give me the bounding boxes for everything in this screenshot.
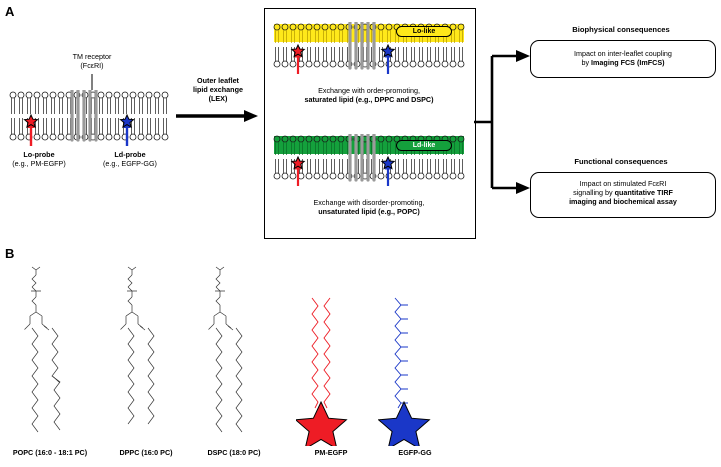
caption-top-line2: saturated lipid (e.g., DPPC and DSPC) <box>304 95 434 104</box>
lex-arrow-label: Outer leaflet lipid exchange (LEX) <box>178 76 258 103</box>
functional-line2-bold: quantitative TIRF <box>614 188 673 197</box>
ld-probe-marker-bottom <box>380 156 396 186</box>
lo-probe-marker-left <box>23 114 39 146</box>
tm-receptor-label: TM receptor (FcεRI) <box>44 52 140 70</box>
functional-line3: imaging and biochemical assay <box>569 197 677 206</box>
caption-bottom: Exchange with disorder-promoting, unsatu… <box>266 198 472 216</box>
center-exchange-box <box>264 8 476 239</box>
lo-probe-marker-top <box>290 44 306 74</box>
tm-receptor-label-line2: (FcεRI) <box>80 61 104 70</box>
lo-probe-label-line2: (e.g., PM-EGFP) <box>12 159 66 168</box>
ld-probe-marker-top <box>380 44 396 74</box>
lex-label-line1: Outer leaflet <box>197 76 239 85</box>
dspc-structure <box>208 266 243 433</box>
biophysical-body: Impact on inter-leaflet coupling by Imag… <box>531 41 715 67</box>
functional-line2-pre: signalling by <box>573 188 615 197</box>
lo-probe-label: Lo-probe (e.g., PM-EGFP) <box>2 150 76 168</box>
ld-like-chip: Ld-like <box>396 140 452 151</box>
ld-probe-label-line2: (e.g., EGFP-GG) <box>103 159 157 168</box>
functional-heading: Functional consequences <box>574 157 668 166</box>
tm-receptor-label-line1: TM receptor <box>72 52 112 61</box>
lipid-name-dppc: DPPC (16:0 PC) <box>119 448 173 457</box>
biophysical-line2-bold: Imaging FCS (ImFCS) <box>591 58 665 67</box>
panel-a-letter: A <box>5 4 15 19</box>
dppc-structure <box>120 266 155 425</box>
branch-arrows <box>474 50 530 194</box>
ld-probe-label-line1: Ld-probe <box>114 150 146 159</box>
lo-probe-label-line1: Lo-probe <box>23 150 55 159</box>
lo-probe-marker-bottom <box>290 156 306 186</box>
biophysical-line1: Impact on inter-leaflet coupling <box>574 49 672 58</box>
tm-receptor-leader <box>91 74 93 90</box>
lipid-name-popc: POPC (16:0 - 18:1 PC) <box>12 448 88 457</box>
probe-name-pm-egfp: PM-EGFP <box>314 448 348 457</box>
egfp-gg-probe <box>378 297 431 446</box>
functional-box: Impact on stimulated FcεRI signalling by… <box>530 172 716 218</box>
lex-label-line2: lipid exchange <box>193 85 243 94</box>
ld-probe-marker-left <box>119 114 135 146</box>
left-membrane-group <box>8 90 173 144</box>
lex-label-line3: (LEX) <box>208 94 228 103</box>
biophysical-heading: Biophysical consequences <box>572 25 670 34</box>
biophysical-line2-pre: by <box>581 58 592 67</box>
egfp-gg-star-icon <box>378 400 431 446</box>
ld-probe-label: Ld-probe (e.g., EGFP-GG) <box>92 150 168 168</box>
functional-body: Impact on stimulated FcεRI signalling by… <box>531 173 715 206</box>
caption-bottom-line2: unsaturated lipid (e.g., POPC) <box>318 207 420 216</box>
panel-b-letter: B <box>5 246 15 261</box>
caption-top-line1: Exchange with order-promoting, <box>318 86 420 95</box>
probe-name-egfp-gg: EGFP-GG <box>398 448 432 457</box>
lipid-name-dspc: DSPC (18:0 PC) <box>207 448 261 457</box>
caption-top: Exchange with order-promoting, saturated… <box>266 86 472 104</box>
pm-egfp-probe <box>296 297 348 446</box>
popc-structure <box>24 266 61 433</box>
pm-egfp-star-icon <box>296 400 348 446</box>
functional-line1: Impact on stimulated FcεRI <box>579 179 667 188</box>
left-bilayer-svg <box>9 90 169 142</box>
lex-arrow-icon <box>176 110 258 122</box>
caption-bottom-line1: Exchange with disorder-promoting, <box>313 198 425 207</box>
biophysical-box: Impact on inter-leaflet coupling by Imag… <box>530 40 716 78</box>
lo-like-chip: Lo-like <box>396 26 452 37</box>
